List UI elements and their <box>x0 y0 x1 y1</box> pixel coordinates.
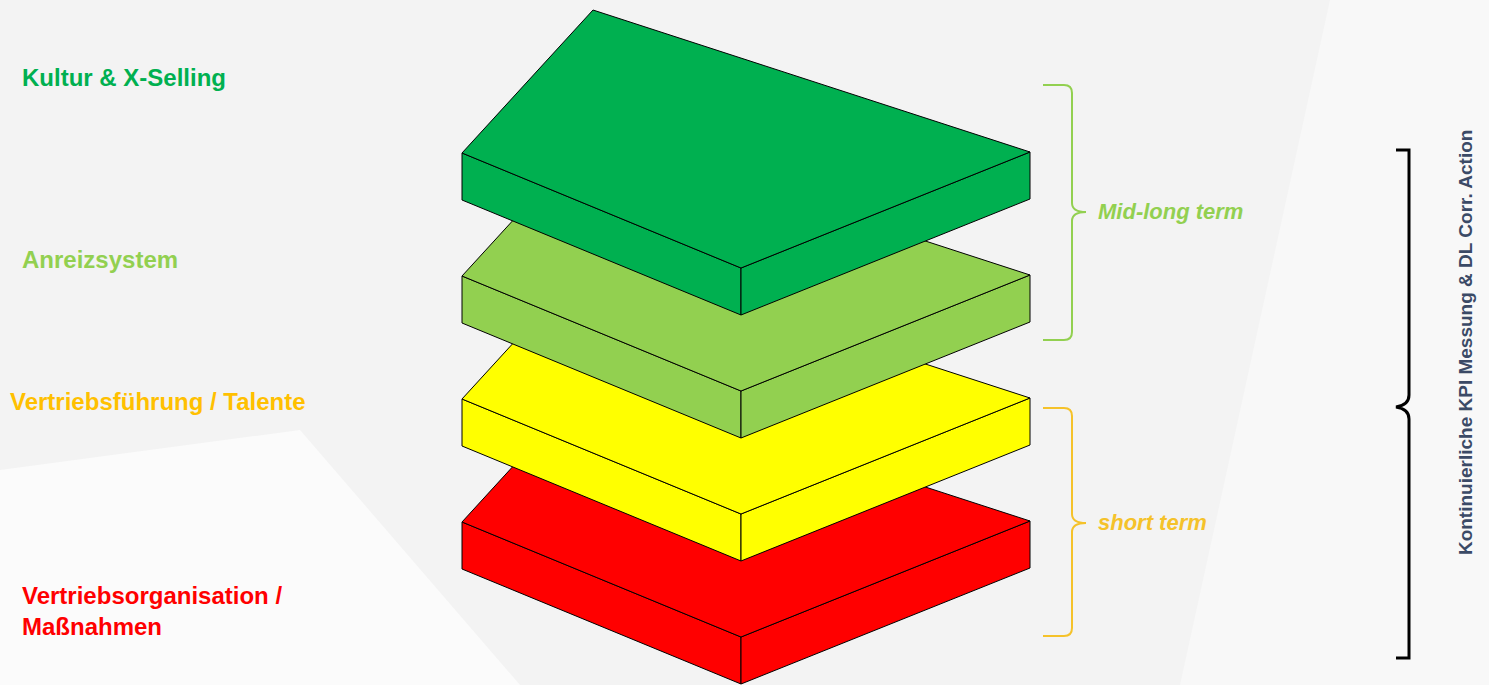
mid-long-term-bracket <box>1043 85 1086 340</box>
kpi-bracket <box>1396 150 1409 658</box>
term-label: Mid-long term <box>1098 198 1243 227</box>
short-term-bracket <box>1043 408 1086 636</box>
layer-label: Kultur & X-Selling <box>22 62 226 93</box>
term-label: short term <box>1098 509 1207 538</box>
layer-label: Vertriebsführung / Talente <box>10 386 306 417</box>
background-shape <box>0 430 520 685</box>
background-shape <box>1180 0 1489 685</box>
slab-face <box>462 10 1030 268</box>
slab-group <box>462 10 1030 684</box>
culture-slab <box>462 10 1030 315</box>
kpi-vertical-label: Kontinuierliche KPI Messung & DL Corr. A… <box>1455 129 1480 554</box>
layer-label: Anreizsystem <box>22 244 178 275</box>
layer-label: Vertriebsorganisation / Maßnahmen <box>22 580 342 642</box>
